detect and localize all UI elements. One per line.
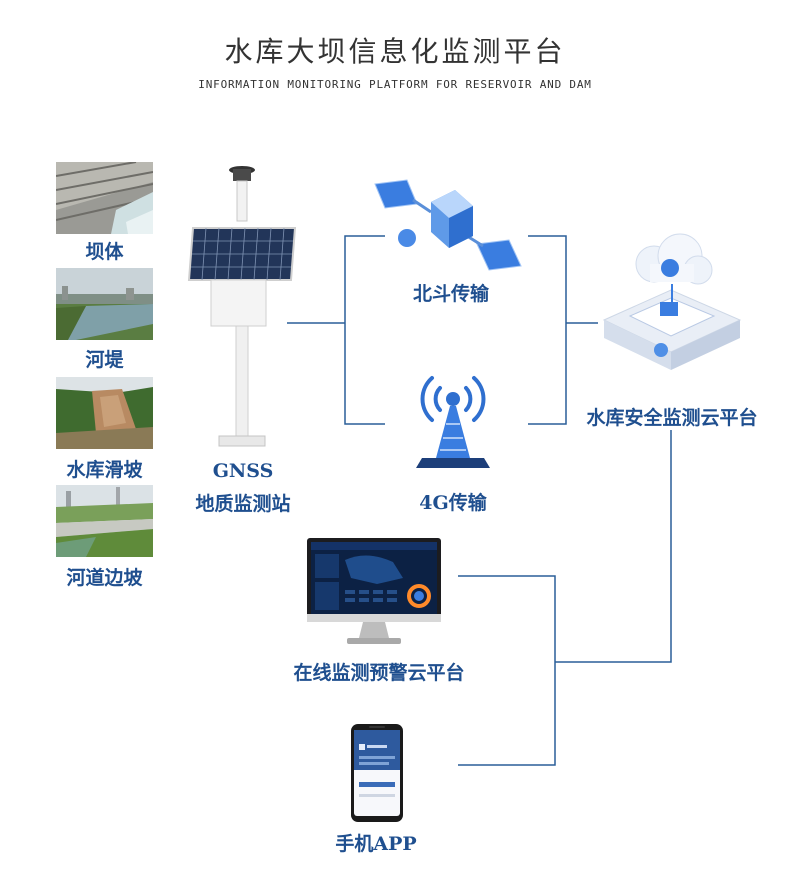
- cloud-platform-icon: [594, 228, 748, 374]
- desktop-platform-label: 在线监测预警云平台: [293, 662, 465, 684]
- gnss-label: GNSS: [212, 460, 274, 482]
- smartphone-icon: [351, 724, 403, 822]
- scene-label-slope: 河道边坡: [66, 567, 143, 589]
- dam-body-photo: [56, 162, 153, 234]
- solar-panel-icon: [187, 227, 297, 281]
- reservoir-landslide-photo: [56, 377, 153, 449]
- cloud-down-line: [555, 430, 672, 663]
- riverbank-photo: [56, 268, 153, 340]
- right-bracket-line: [528, 235, 567, 425]
- beidou-label: 北斗传输: [412, 283, 489, 305]
- scene-label-landslide: 水库滑坡: [66, 459, 143, 481]
- mobile-app-label: 手机APP: [335, 833, 417, 855]
- scene-label-riverbank: 河堤: [85, 349, 124, 371]
- page-title: 水库大坝信息化监测平台: [224, 35, 566, 68]
- page-subtitle: INFORMATION MONITORING PLATFORM FOR RESE…: [198, 78, 592, 91]
- river-slope-photo: [56, 485, 153, 557]
- scene-label-dam: 坝体: [85, 241, 124, 263]
- terminal-bracket-line: [458, 575, 556, 766]
- cloud-platform-label: 水库安全监测云平台: [586, 407, 758, 429]
- satellite-icon: [373, 176, 523, 272]
- gnss-antenna-icon: [229, 166, 255, 222]
- monitor-icon: [307, 538, 441, 646]
- 4g-label: 4G传输: [419, 492, 487, 514]
- gnss-station-label: 地质监测站: [195, 493, 291, 515]
- left-bracket-line: [344, 235, 385, 425]
- signal-tower-icon: [410, 366, 496, 472]
- gnss-station-illustration: [187, 160, 299, 460]
